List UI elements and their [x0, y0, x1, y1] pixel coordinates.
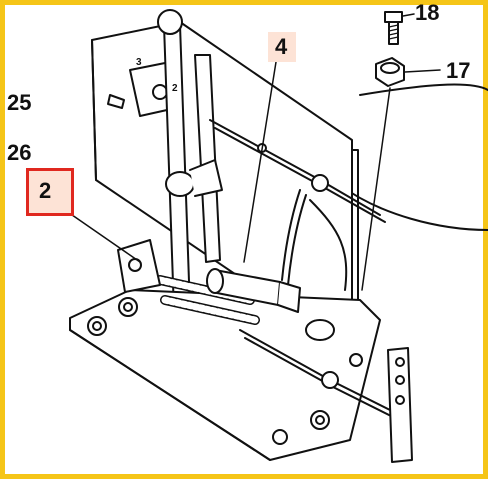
tank-bottom: [339, 184, 488, 231]
panel-marking-left: 3: [136, 57, 142, 68]
callout-17-label: 17: [446, 58, 471, 83]
callout-18-label: 18: [415, 0, 440, 25]
leader-2: [61, 207, 141, 263]
return-cable: [281, 189, 301, 281]
tank-outline: [359, 83, 488, 96]
panel-marking-right: 2: [172, 83, 178, 94]
base-bolts: [87, 297, 363, 445]
callout-26-label: 26: [7, 140, 32, 165]
bolt-18: [384, 11, 403, 45]
callout-2-label: 2: [39, 178, 52, 203]
tag-4-background: [268, 32, 296, 62]
callout-2-highlight: [26, 168, 74, 216]
callout-4-label: 4: [275, 34, 288, 59]
leader-4: [243, 61, 277, 263]
leader-17: [404, 69, 441, 73]
handle-knob: [165, 171, 195, 197]
leader-17-down: [361, 87, 391, 291]
nut-17: [375, 57, 405, 87]
callout-25-label: 25: [7, 90, 32, 115]
leader-18: [402, 13, 415, 17]
